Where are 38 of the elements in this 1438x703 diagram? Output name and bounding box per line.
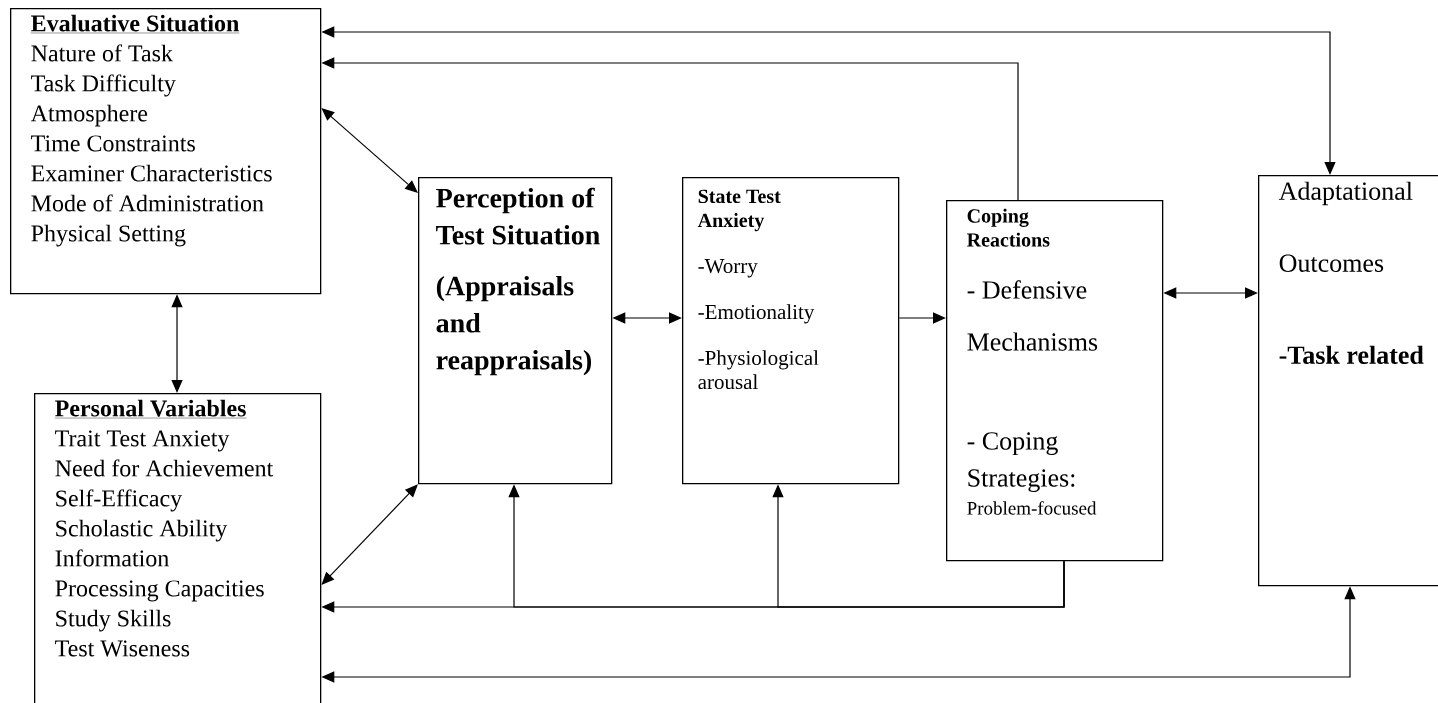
- list-item: Study Skills: [56, 609, 171, 632]
- list-item: Self-Efficacy: [56, 489, 183, 512]
- list-item: Information: [55, 549, 169, 567]
- arrow: [898, 312, 946, 324]
- factor-box: [34, 393, 322, 703]
- process-box: [418, 177, 613, 485]
- list-item: Problem-focused: [967, 501, 1097, 515]
- box-heading: State Test Anxiety: [697, 189, 781, 232]
- list-item: Processing Capacities: [55, 580, 264, 602]
- list-item: Need for Achievement: [55, 459, 274, 477]
- list-item: Nature of Task: [31, 44, 173, 62]
- box-heading: Personal Variables: [54, 399, 247, 419]
- arrow: [321, 108, 418, 193]
- list-item: - Defensive Mechanisms: [967, 280, 1098, 351]
- list-item: Time Constraints: [31, 135, 195, 152]
- factor-box: [10, 8, 322, 295]
- box-heading: Perception of Test Situation: [436, 187, 600, 245]
- list-item: Physical Setting: [31, 224, 186, 247]
- process-box: [946, 200, 1164, 562]
- list-item: (Appraisals and reappraisals): [436, 275, 592, 376]
- list-item: -Task related: [1279, 345, 1424, 364]
- outcome-box: [1258, 175, 1438, 587]
- list-item: Examiner Characteristics: [31, 164, 272, 182]
- list-item: Scholastic Ability: [56, 519, 228, 542]
- list-item: Atmosphere: [30, 104, 148, 127]
- box-heading: Coping Reactions: [967, 208, 1050, 247]
- list-item: Test Wiseness: [55, 640, 190, 657]
- box-heading: Adaptational Outcomes: [1278, 181, 1413, 272]
- process-box: [682, 177, 900, 485]
- box-heading: Evaluative Situation: [30, 14, 240, 34]
- list-item: Mode of Administration: [31, 194, 264, 212]
- list-item: - Coping Strategies:: [967, 432, 1075, 493]
- list-item: -Physiological arousal: [698, 350, 819, 390]
- list-item: Task Difficulty: [31, 74, 176, 97]
- list-item: -Worry: [698, 259, 758, 278]
- arrow: [321, 484, 418, 585]
- list-item: -Emotionality: [698, 304, 815, 324]
- list-item: Trait Test Anxiety: [55, 430, 230, 452]
